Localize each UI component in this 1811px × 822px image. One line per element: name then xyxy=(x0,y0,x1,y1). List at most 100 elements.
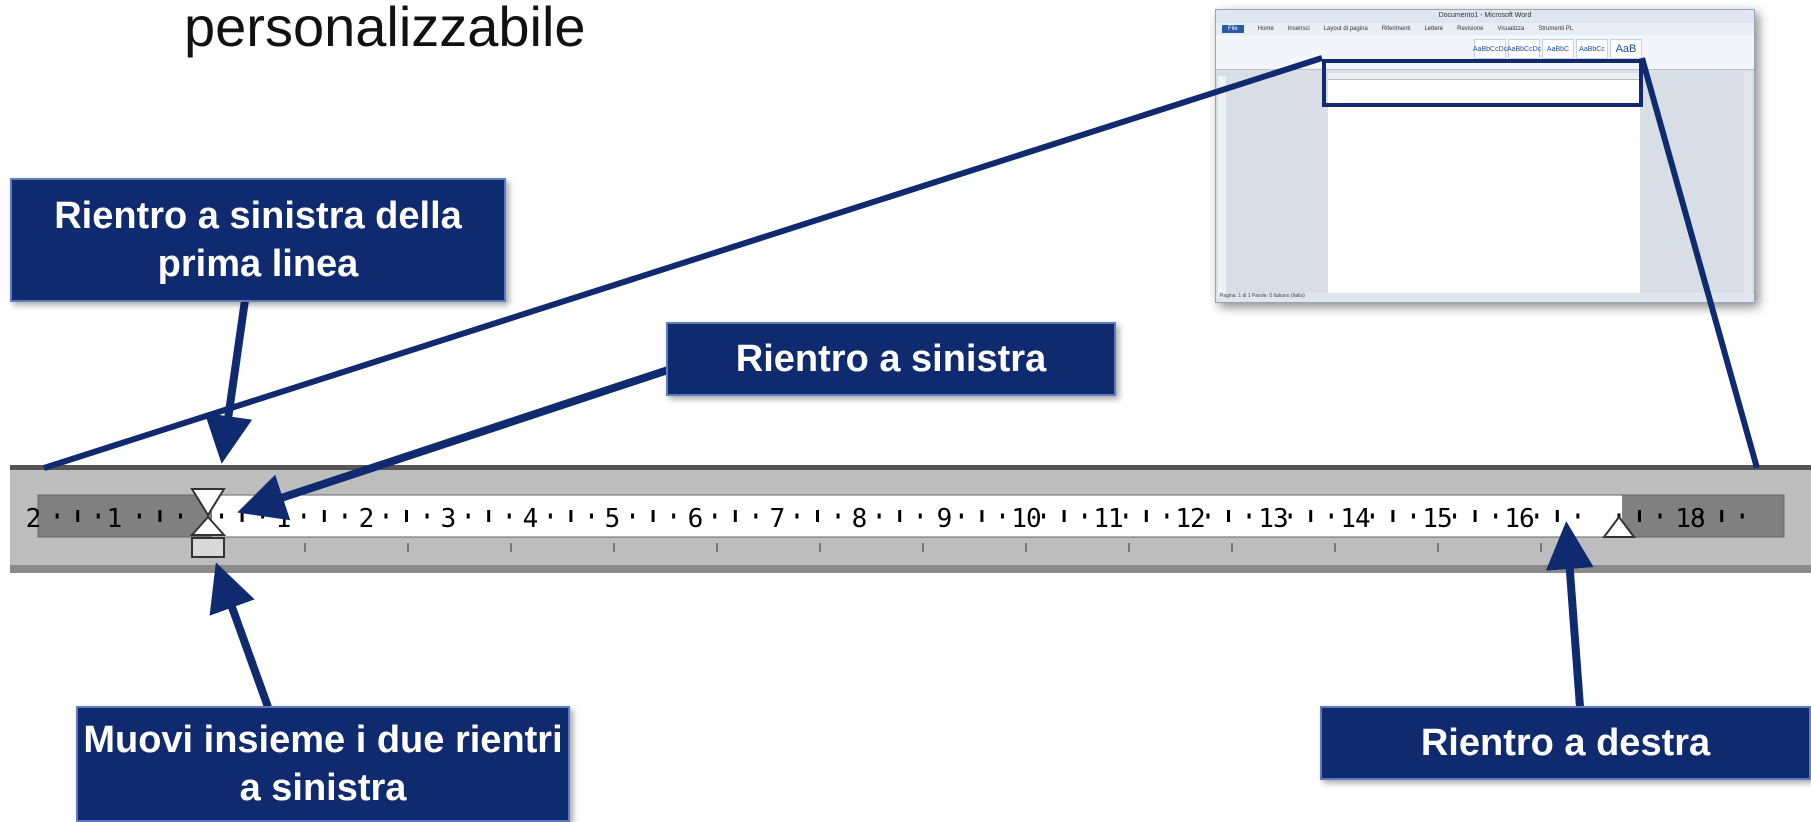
hanging-indent-marker[interactable] xyxy=(190,515,226,537)
slide-title: personalizzabile xyxy=(184,0,586,58)
word-horizontal-ruler[interactable] xyxy=(1328,73,1640,80)
ruler-tick xyxy=(1411,513,1415,519)
default-tab-stop xyxy=(613,543,615,552)
word-tab-review[interactable]: Revisione xyxy=(1457,26,1484,32)
ruler-tick xyxy=(1555,510,1559,522)
default-tab-stop xyxy=(716,543,718,552)
word-titlebar: Documento1 - Microsoft Word xyxy=(1216,10,1754,23)
ruler-tick xyxy=(898,510,902,522)
word-tab-mailings[interactable]: Lettere xyxy=(1424,26,1444,32)
ruler-tick xyxy=(1391,510,1395,522)
default-tab-stop xyxy=(407,543,409,552)
ruler-tick xyxy=(55,513,59,519)
ruler-tick xyxy=(672,513,676,519)
ruler-number: 8 xyxy=(851,504,868,534)
word-style-heading1[interactable]: AaBbC xyxy=(1542,39,1574,59)
default-tab-stop xyxy=(1540,543,1542,552)
right-indent-marker[interactable] xyxy=(1602,515,1636,539)
ruler-number: 9 xyxy=(936,504,953,534)
arrow-move-both xyxy=(209,562,272,709)
ruler-tick xyxy=(302,513,306,519)
arrow-left-indent xyxy=(237,366,670,521)
ruler-tick xyxy=(1720,510,1724,522)
first-line-indent-marker[interactable] xyxy=(190,487,226,517)
ruler-tick xyxy=(651,510,655,522)
ruler-left-margin xyxy=(38,495,212,537)
word-tab-view[interactable]: Visualizza xyxy=(1497,26,1525,32)
ruler-tick xyxy=(1206,513,1210,519)
ruler-tick xyxy=(1453,513,1457,519)
ruler-tick xyxy=(1000,513,1004,519)
ruler-tick xyxy=(631,513,635,519)
ruler-tick xyxy=(1165,513,1169,519)
ruler-tick xyxy=(178,513,182,519)
word-vertical-ruler xyxy=(1218,76,1226,300)
default-tab-stop xyxy=(1231,543,1233,552)
word-window-thumbnail: Documento1 - Microsoft Word File Home In… xyxy=(1215,9,1755,303)
ruler-tick xyxy=(569,510,573,522)
ruler-tick xyxy=(1042,513,1046,519)
default-tab-stop xyxy=(1128,543,1130,552)
word-tab-references[interactable]: Riferimenti xyxy=(1381,26,1411,32)
ruler-number: 16 xyxy=(1504,504,1534,534)
word-style-heading2[interactable]: AaBbCc xyxy=(1576,39,1608,59)
word-style-nospacing[interactable]: AaBbCcDc xyxy=(1507,39,1541,59)
ruler-tick xyxy=(425,513,429,519)
ruler-border xyxy=(37,494,1785,538)
ruler-number: 10 xyxy=(1011,504,1041,534)
ruler-tick xyxy=(1370,513,1374,519)
ruler-tick xyxy=(158,510,162,522)
ruler-tick xyxy=(980,510,984,522)
left-indent-box-marker[interactable] xyxy=(190,537,226,559)
callout-move-both-indents: Muovi insieme i due rientri a sinistra xyxy=(76,706,570,822)
ruler-tick xyxy=(713,513,717,519)
ruler-top-edge xyxy=(10,465,1811,470)
ruler-tick xyxy=(1083,513,1087,519)
default-tab-stop xyxy=(819,543,821,552)
ruler-number: 11 xyxy=(1093,504,1123,534)
ruler-number: 15 xyxy=(1422,504,1452,534)
word-document-page[interactable] xyxy=(1328,76,1640,300)
ruler-tick xyxy=(384,513,388,519)
ruler-enlarged[interactable]: 2 1 1 2 3 4 5 6 7 8 9 10 11 12 13 14 15 … xyxy=(10,465,1811,573)
ruler-tick xyxy=(1329,513,1333,519)
ruler-right-margin xyxy=(1622,495,1784,537)
word-style-normal[interactable]: AaBbCcDc xyxy=(1473,39,1507,59)
word-tab-pl[interactable]: Strumenti PL xyxy=(1538,26,1574,32)
ruler-tick xyxy=(466,513,470,519)
ruler-highlight-box xyxy=(1322,59,1643,107)
ruler-tick xyxy=(733,510,737,522)
ruler-tick xyxy=(220,513,224,519)
ruler-tick xyxy=(877,513,881,519)
ruler-number: 2 xyxy=(25,504,42,534)
ruler-tick xyxy=(1576,513,1580,519)
ruler-tick xyxy=(1309,510,1313,522)
word-statusbar: Pagina: 1 di 1 Parole: 0 Italiano (Itali… xyxy=(1216,293,1754,302)
zoom-line-right xyxy=(1639,57,1760,469)
word-ribbon-tabs: File Home Inserisci Layout di pagina Rif… xyxy=(1216,23,1754,35)
ruler-tick xyxy=(405,510,408,522)
word-tab-home[interactable]: Home xyxy=(1257,26,1274,32)
ruler-tick xyxy=(548,513,552,519)
ruler-number: 3 xyxy=(440,504,457,534)
word-scrollbar[interactable] xyxy=(1744,72,1752,298)
word-tab-insert[interactable]: Inserisci xyxy=(1287,26,1310,32)
ruler-text-area xyxy=(212,495,1622,537)
ruler-tick xyxy=(96,513,100,519)
callout-first-line-indent: Rientro a sinistra della prima linea xyxy=(10,178,506,302)
word-tab-layout[interactable]: Layout di pagina xyxy=(1323,26,1368,32)
arrow-right-indent xyxy=(1545,521,1594,708)
ruler-tick xyxy=(1638,510,1641,522)
ruler-tick xyxy=(1699,513,1703,519)
ruler-tick xyxy=(1658,513,1662,519)
ruler-tick xyxy=(1124,513,1128,519)
default-tab-stop xyxy=(1437,543,1439,552)
ruler-number: 2 xyxy=(358,504,375,534)
default-tab-stop xyxy=(304,543,306,552)
ruler-tick xyxy=(322,510,326,522)
word-style-title[interactable]: AaB xyxy=(1610,39,1642,59)
default-tab-stop xyxy=(1334,543,1336,552)
word-tab-file[interactable]: File xyxy=(1222,25,1244,33)
default-tab-stop xyxy=(922,543,924,552)
